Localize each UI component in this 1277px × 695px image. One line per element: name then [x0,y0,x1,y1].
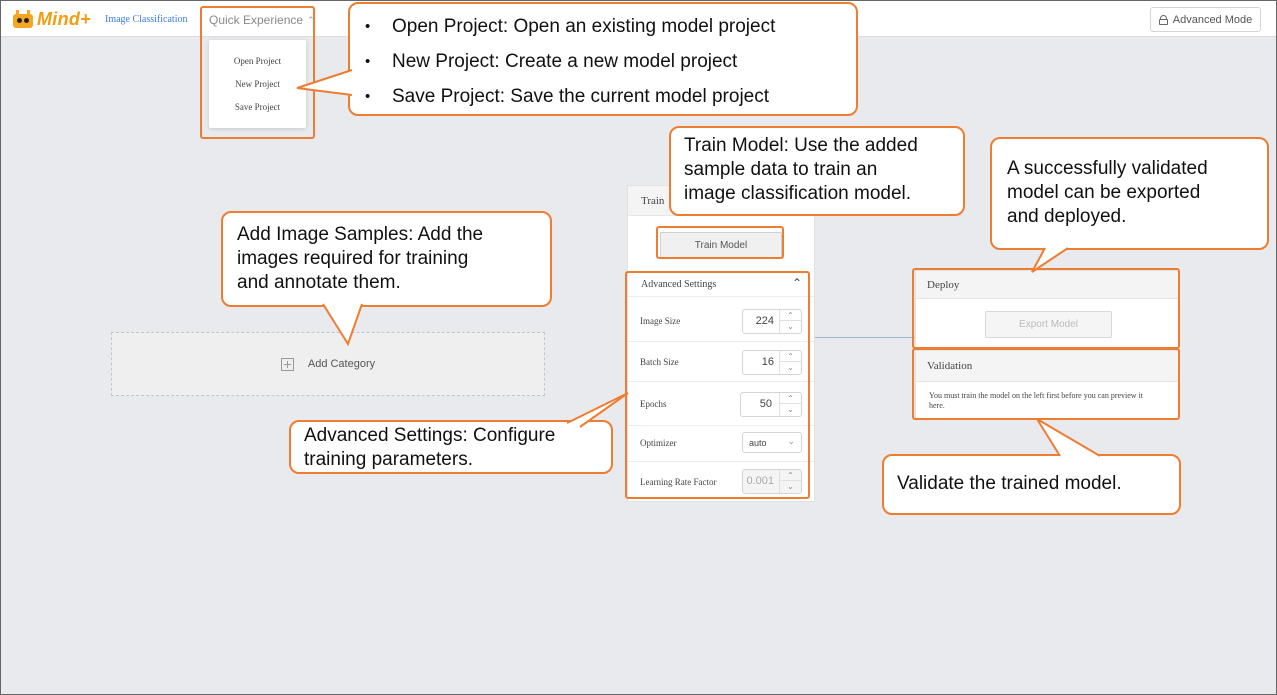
advanced-mode-button[interactable]: Advanced Mode [1150,7,1261,32]
menu-item-save-project[interactable]: Save Project [234,102,281,112]
deploy-title: Deploy [916,271,1178,299]
stepper-value: 0.001 [746,475,774,487]
param-image-size: Image Size 224 ⌃⌄ [628,302,814,342]
chevron-down-icon[interactable]: ⌄ [787,482,794,491]
callout-validate: Validate the trained model. [882,454,1181,515]
callout-line: images required for training [237,248,469,269]
callout-line: Validate the trained model. [897,473,1122,494]
callout-add-samples: Add Image Samples: Add the images requir… [221,211,552,307]
param-label: Epochs [640,399,667,409]
optimizer-select[interactable]: auto ⌄ [742,432,802,453]
brand-name: Mind+ [37,8,91,29]
batch-size-stepper[interactable]: 16 ⌃⌄ [742,350,802,375]
train-model-button[interactable]: Train Model [660,232,782,259]
advanced-settings-title: Advanced Settings [641,279,717,290]
add-category-label: Add Category [307,358,376,370]
nav-image-classification[interactable]: Image Classification [105,14,188,25]
callout-line: and annotate them. [237,272,401,293]
param-batch-size: Batch Size 16 ⌃⌄ [628,342,814,382]
chevron-up-icon[interactable]: ⌃ [780,393,801,404]
callout-line: image classification model. [684,183,912,204]
flow-connector [813,337,915,338]
chevron-down-icon: ⌄ [787,436,795,446]
callout-line: model can be exported [1007,182,1201,203]
param-label: Image Size [640,316,681,326]
chevron-down-icon[interactable]: ⌄ [787,322,794,331]
callout-save-project: Save Project: Save the current model pro… [350,79,856,114]
param-optimizer: Optimizer auto ⌄ [628,426,814,462]
stepper-value: 16 [761,356,774,368]
chevron-up-icon: ⌃ [307,14,315,25]
validation-panel: Validation You must train the model on t… [915,350,1179,420]
learning-rate-stepper[interactable]: 0.001 ⌃⌄ [742,469,802,494]
callout-line: and deployed. [1007,206,1127,227]
menu-item-open-project[interactable]: Open Project [233,56,282,66]
chevron-up-icon: ⌃ [791,276,802,290]
epochs-stepper[interactable]: 50 ⌃⌄ [740,392,802,417]
param-label: Optimizer [640,438,677,448]
validation-message: You must train the model on the left fir… [929,391,1144,410]
callout-line: Advanced Settings: Configure [304,425,556,446]
advanced-mode-label: Advanced Mode [1172,13,1253,26]
callout-line: sample data to train an [684,159,878,180]
param-label: Batch Size [640,357,679,367]
callout-export: A successfully validated model can be ex… [990,137,1269,250]
callout-open-project: Open Project: Open an existing model pro… [350,9,856,44]
export-model-button[interactable]: Export Model [985,311,1112,338]
chevron-up-icon[interactable]: ⌃ [780,310,801,321]
advanced-settings-header[interactable]: Advanced Settings ⌃ [628,273,814,297]
add-category-button[interactable]: Add Category [111,332,545,396]
param-label: Learning Rate Factor [640,477,717,487]
quick-experience-menu[interactable]: Quick Experience ⌃ [209,13,315,27]
mind-plus-logo[interactable]: Mind+ [12,8,91,30]
callout-advanced-settings: Advanced Settings: Configure training pa… [289,420,613,474]
callout-new-project: New Project: Create a new model project [350,44,856,79]
callout-line: Train Model: Use the added [684,135,918,156]
stepper-value: 224 [755,315,774,327]
stepper-value: 50 [759,398,772,410]
validation-title: Validation [916,351,1178,382]
chevron-down-icon[interactable]: ⌄ [787,363,794,372]
chevron-down-icon[interactable]: ⌄ [787,405,794,414]
deploy-panel: Deploy Export Model [915,270,1179,350]
chevron-up-icon[interactable]: ⌃ [780,470,801,481]
callout-line: Add Image Samples: Add the [237,224,484,245]
project-dropdown: Open Project New Project Save Project [209,40,306,128]
robot-icon [12,10,34,28]
train-panel: Train Train Model Advanced Settings ⌃ Im… [627,185,815,502]
menu-item-new-project[interactable]: New Project [235,79,280,89]
callout-line: A successfully validated [1007,158,1208,179]
chevron-up-icon[interactable]: ⌃ [780,351,801,362]
image-size-stepper[interactable]: 224 ⌃⌄ [742,309,802,334]
lock-icon [1158,14,1168,25]
callout-line: training parameters. [304,449,473,470]
quick-experience-label: Quick Experience [209,13,304,27]
plus-icon [280,357,294,371]
select-value: auto [749,438,767,448]
callout-project-menu: Open Project: Open an existing model pro… [348,2,858,116]
callout-train-model: Train Model: Use the added sample data t… [669,126,965,216]
param-learning-rate: Learning Rate Factor 0.001 ⌃⌄ [628,462,814,502]
param-epochs: Epochs 50 ⌃⌄ [628,382,814,426]
